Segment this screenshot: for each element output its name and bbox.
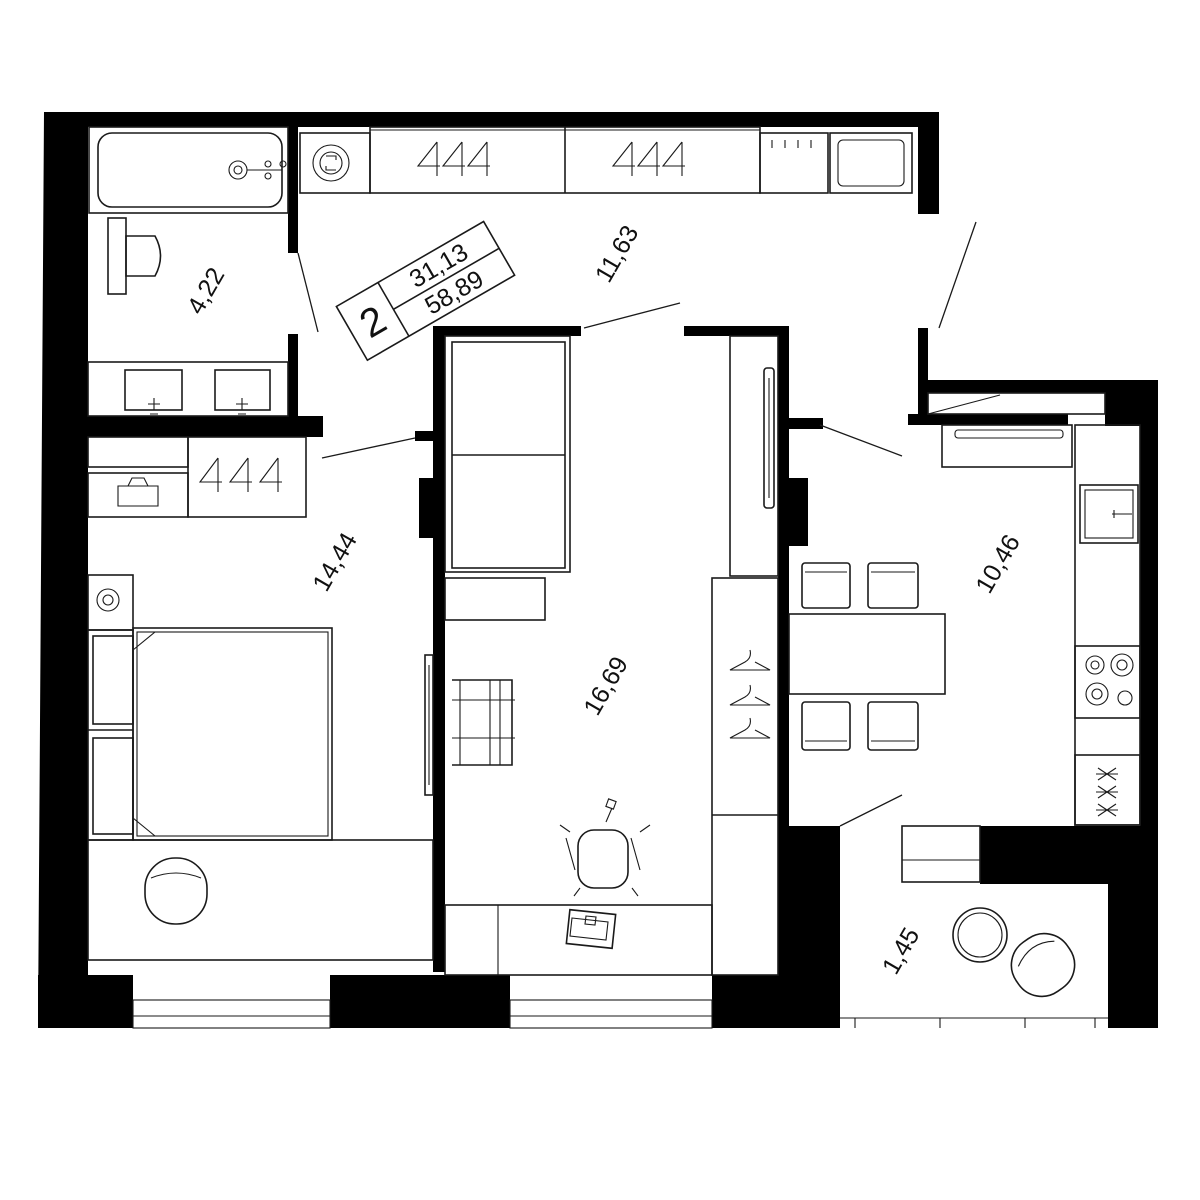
door-balcony [839, 794, 903, 827]
lamp-icon [87, 574, 134, 631]
desk [444, 904, 713, 976]
toilet-icon [107, 217, 162, 295]
bookshelf-icon [452, 679, 515, 766]
living-wall-top-right [684, 326, 789, 336]
partition-living-kitchen [778, 326, 789, 826]
bottom-wall-1 [38, 975, 133, 1028]
doors [297, 221, 977, 827]
living-room-furniture [444, 335, 779, 976]
bath-wall-bottom [88, 416, 323, 437]
laptop-icon [565, 908, 617, 950]
wardrobe-hanger-icon [729, 649, 771, 739]
balcony-wall-top [980, 826, 1140, 884]
wall-tv-icon [424, 654, 434, 796]
stove-icon [1074, 645, 1141, 719]
window-living [509, 999, 713, 1029]
range-hood-icon [941, 424, 1073, 468]
living-wall-top-left [433, 326, 581, 336]
room-labels: 4,22 11,63 14,44 16,69 10,46 1,45 [182, 221, 1026, 979]
balcony-furniture [901, 825, 1076, 998]
armchair-icon [1010, 932, 1076, 998]
wardrobe-hanger-icon [416, 141, 685, 176]
outer-wall-right-top [918, 112, 939, 214]
walls [38, 112, 1158, 1028]
wardrobe-hanger-icon [198, 457, 282, 492]
outer-wall-top [44, 112, 939, 127]
bath-partition-upper [288, 127, 298, 253]
kitchen-sink-icon [1079, 484, 1139, 544]
apartment-summary-badge: 2 31,13 58,89 [335, 220, 516, 362]
room-count: 2 [353, 298, 394, 347]
dining-table-icon [788, 562, 946, 751]
bed-icon [87, 627, 333, 841]
windows [132, 999, 1108, 1029]
door-entrance [938, 221, 977, 329]
entrance-pier [918, 328, 928, 415]
area-bathroom: 4,22 [182, 263, 231, 319]
area-living-room: 16,69 [578, 652, 634, 720]
wardrobe-living [711, 577, 779, 976]
kitchen-window-ledge [927, 392, 1106, 415]
balcony-wall-right [1108, 884, 1158, 1028]
bench [829, 132, 913, 194]
balcony-cabinet [901, 825, 981, 883]
partition-bed-living [433, 326, 445, 972]
sink-icon [87, 361, 289, 417]
kitchen-niche [1105, 393, 1140, 426]
partition-top-stub [415, 431, 443, 441]
round-table-icon [952, 907, 1008, 963]
hallway-storage [299, 126, 913, 194]
door-bathroom [297, 252, 319, 333]
armchair-icon [144, 857, 208, 925]
bottom-wall-3 [712, 975, 840, 1028]
kitchen-door-stub [778, 418, 823, 429]
shoe-cabinet [759, 132, 829, 194]
bedroom-shelf [87, 436, 189, 468]
bedroom-floor-zone [87, 839, 434, 961]
kitchen-pier [780, 478, 808, 546]
area-balcony: 1,45 [877, 923, 926, 979]
area-bedroom: 14,44 [307, 528, 363, 596]
door-living [583, 302, 681, 329]
outer-wall-right [1140, 380, 1158, 1028]
door-kitchen [819, 424, 903, 457]
bedroom-furniture [87, 436, 434, 961]
door-bedroom [321, 437, 416, 459]
sofa-icon [444, 335, 571, 573]
window-bedroom [132, 999, 331, 1029]
outer-wall-left-main [44, 112, 88, 1028]
area-hallway: 11,63 [590, 221, 645, 288]
tv-stand-icon [729, 335, 779, 577]
kitchen-shelf-wall [908, 414, 1068, 425]
wardrobe-bedroom [187, 436, 307, 518]
bottom-wall-2 [330, 975, 510, 1028]
bathtub-icon [88, 126, 289, 214]
fridge-icon [1074, 754, 1141, 826]
washing-machine-icon [299, 132, 371, 194]
bath-partition-lower [288, 334, 298, 429]
kitchen-furniture [788, 392, 1141, 826]
dresser [87, 472, 189, 518]
bathroom-fixtures [87, 126, 289, 417]
desk-chair-icon [559, 798, 651, 897]
kitchen-wall-top [918, 380, 1158, 393]
side-table [444, 577, 546, 621]
area-kitchen: 10,46 [970, 530, 1026, 598]
